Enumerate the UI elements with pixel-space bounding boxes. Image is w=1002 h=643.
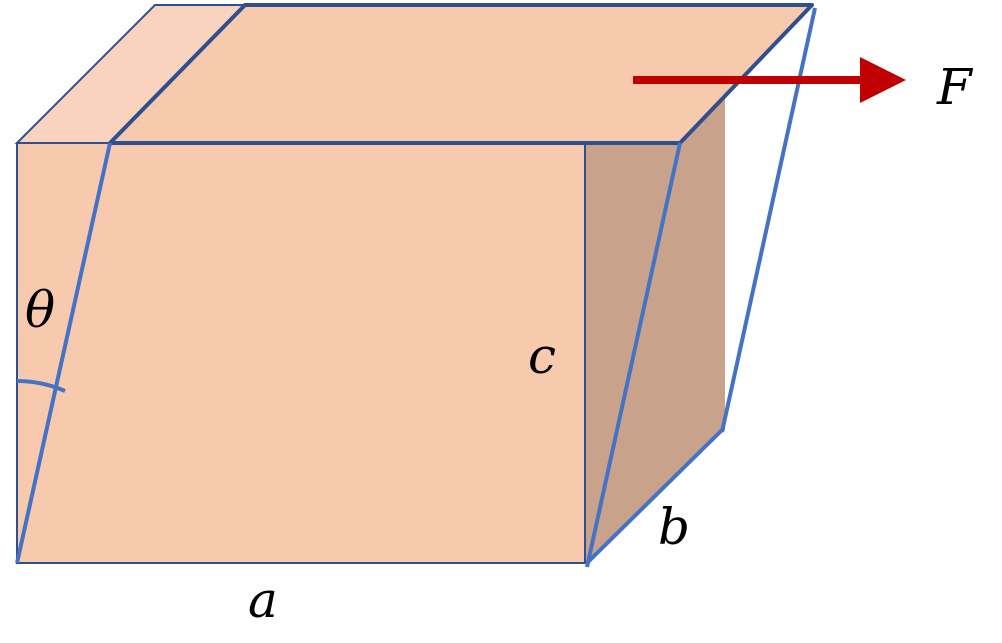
sheared-bottom-depth-edge (585, 428, 724, 565)
height-label: c (528, 327, 556, 385)
force-arrow-head (860, 57, 906, 103)
theta-label: θ (25, 281, 55, 339)
block-front-face (16, 142, 586, 564)
sheared-left-edge (15, 142, 112, 564)
theta-angle-arc (16, 379, 66, 393)
depth-label: b (658, 498, 690, 556)
width-label: a (248, 571, 278, 629)
force-label: F (936, 58, 974, 116)
sheared-front-right-edge (585, 142, 682, 568)
block-top-face (108, 3, 814, 145)
